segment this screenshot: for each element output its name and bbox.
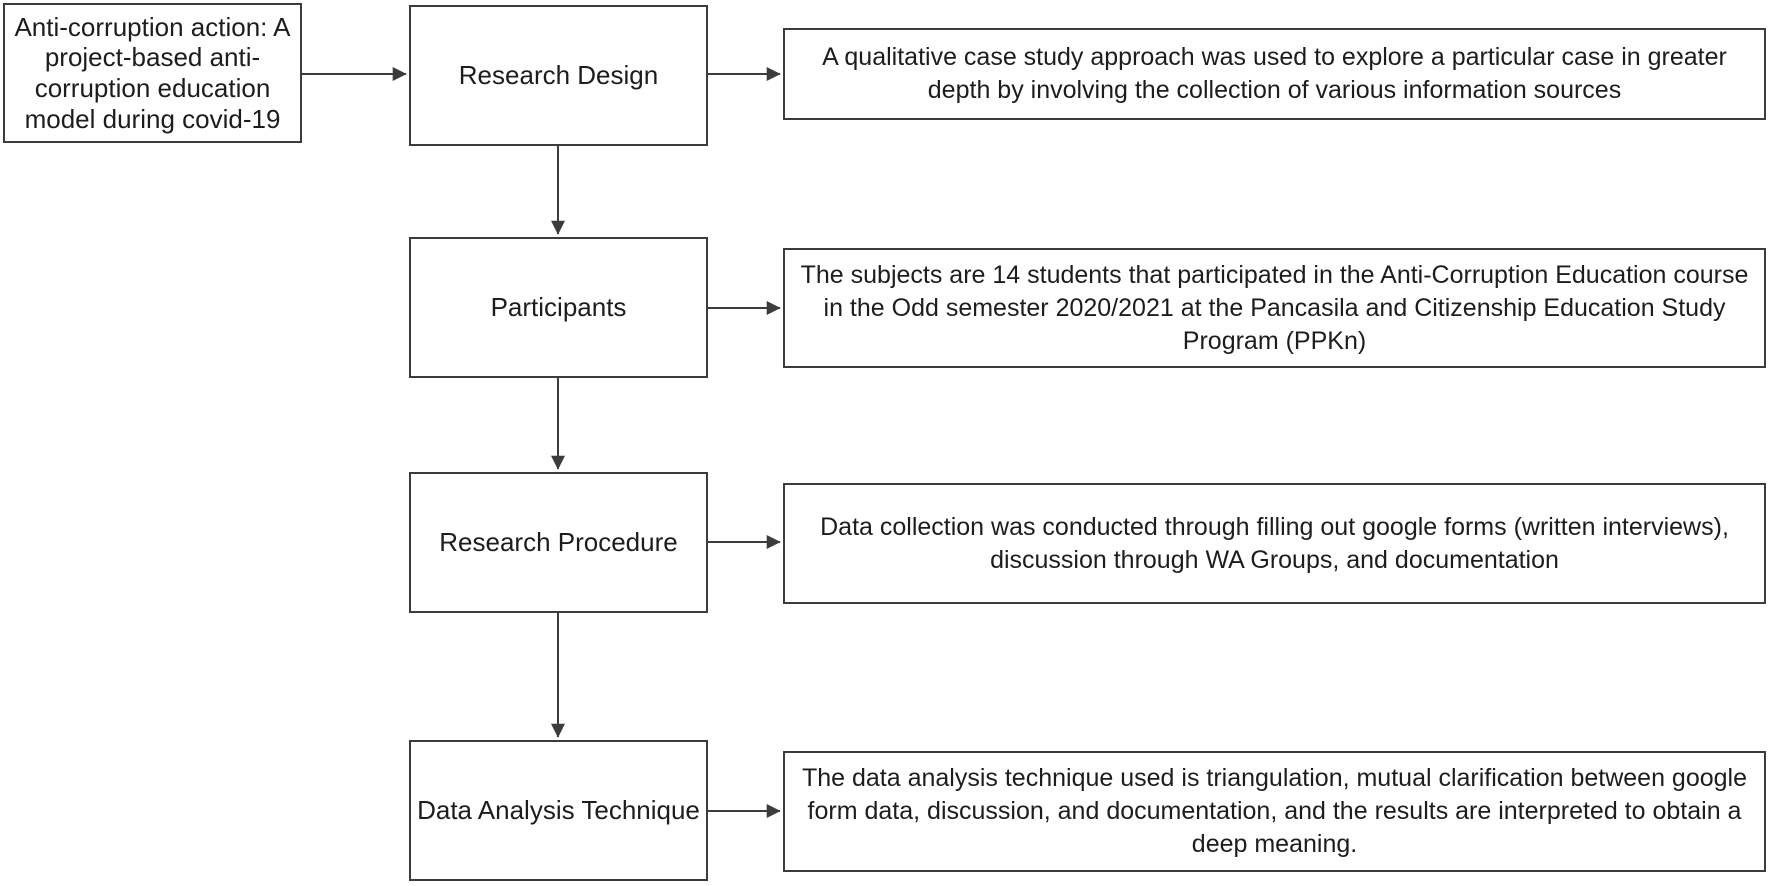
description-box-research-design: A qualitative case study approach was us… — [783, 28, 1766, 120]
stage-label: Research Design — [458, 59, 659, 90]
description-box-research-procedure: Data collection was conducted through fi… — [783, 483, 1766, 604]
description-text: A qualitative case study approach was us… — [822, 43, 1727, 104]
description-box-participants: The subjects are 14 students that partic… — [783, 248, 1766, 368]
intro-box: Anti-corruption action: A project-based … — [3, 3, 302, 143]
stage-box-data-analysis-technique: Data Analysis Technique — [409, 740, 708, 881]
stage-box-research-procedure: Research Procedure — [409, 472, 708, 613]
description-text: Data collection was conducted through fi… — [820, 512, 1729, 574]
stage-label: Participants — [490, 291, 627, 322]
stage-box-research-design: Research Design — [409, 5, 708, 146]
stage-label: Data Analysis Technique — [417, 794, 700, 825]
description-text: The data analysis technique used is tria… — [801, 764, 1748, 858]
description-box-data-analysis-technique: The data analysis technique used is tria… — [783, 751, 1766, 872]
intro-text: Anti-corruption action: A project-based … — [14, 11, 291, 134]
description-text: The subjects are 14 students that partic… — [800, 260, 1749, 355]
stage-box-participants: Participants — [409, 237, 708, 378]
stage-label: Research Procedure — [439, 526, 678, 557]
